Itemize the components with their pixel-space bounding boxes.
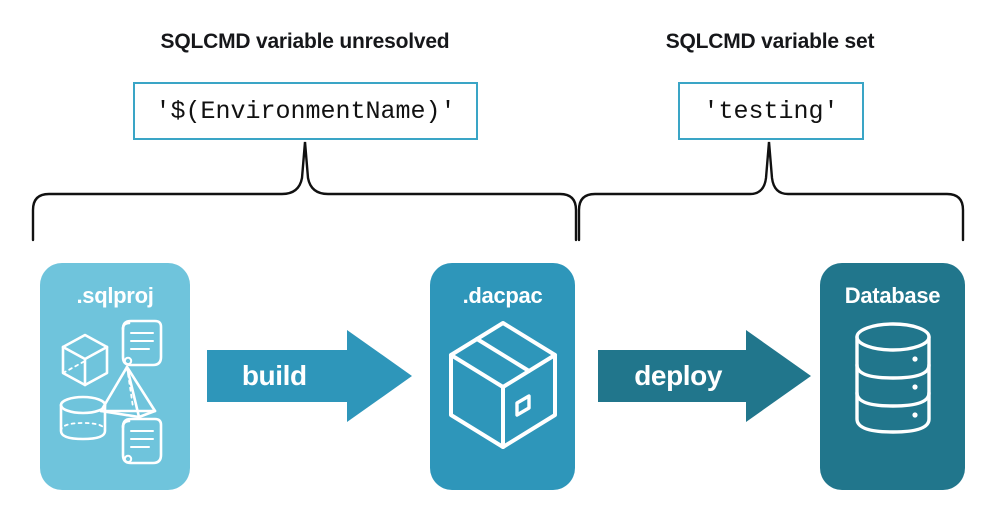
card-art-sqlproj	[40, 315, 190, 480]
package-box-icon	[448, 321, 557, 449]
card-title-database: Database	[844, 283, 941, 308]
value-box-testing: 'testing'	[678, 82, 864, 140]
brace-right-set	[577, 141, 965, 242]
card-title-dacpac: .dacpac	[462, 283, 543, 308]
card-database[interactable]: Database	[820, 263, 965, 490]
card-title-sqlproj: .sqlproj	[76, 283, 154, 308]
database-cylinder-icon	[854, 322, 931, 434]
cylinder-icon	[59, 395, 107, 441]
card-sqlproj[interactable]: .sqlproj	[40, 263, 190, 490]
card-art-dacpac	[430, 315, 575, 480]
heading-sqlcmd-variable-set: SQLCMD variable set	[665, 30, 875, 53]
brace-left-unresolved	[31, 141, 578, 242]
cube-icon	[61, 333, 109, 387]
card-art-database	[820, 315, 965, 480]
card-dacpac[interactable]: .dacpac	[430, 263, 575, 490]
arrow-build: build	[207, 330, 412, 422]
arrow-build-shape	[207, 330, 412, 422]
scroll-icon	[121, 319, 163, 367]
arrow-deploy-shape	[598, 330, 811, 422]
heading-sqlcmd-variable-unresolved: SQLCMD variable unresolved	[160, 30, 450, 53]
scroll-icon	[121, 417, 163, 465]
sqlproj-artifacts-group	[59, 319, 163, 465]
pyramid-icon	[99, 365, 157, 419]
value-box-environment-name: '$(EnvironmentName)'	[133, 82, 478, 140]
arrow-deploy: deploy	[598, 330, 811, 422]
